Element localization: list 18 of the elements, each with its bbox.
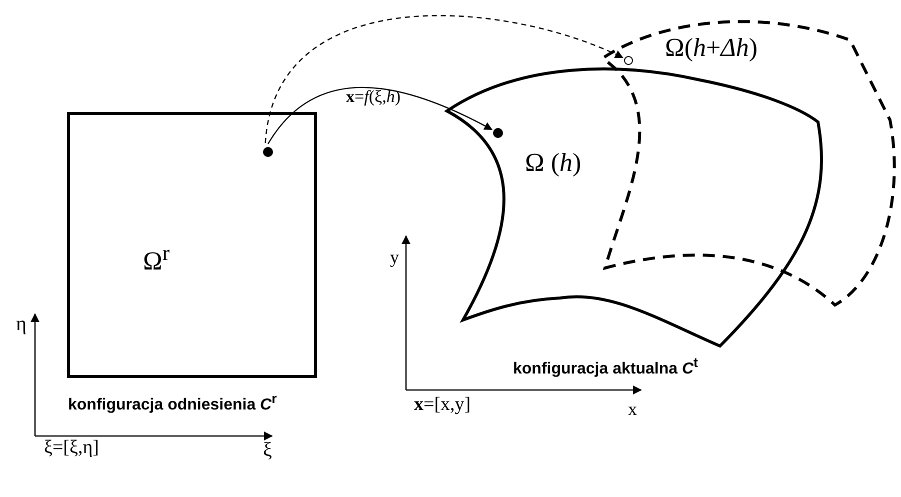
- configuration-label: konfiguracja odniesienia C$^{r}$: [68, 392, 277, 414]
- axis-label: x: [628, 400, 637, 418]
- region-label: Ω$^{r}$: [143, 243, 170, 275]
- axis-label: η: [16, 314, 26, 334]
- arrow: [268, 86, 493, 144]
- arrow: [264, 15, 624, 144]
- region-label: Ω (h): [525, 150, 582, 176]
- configuration-label: konfiguracja aktualna C$^{t}$: [513, 356, 698, 378]
- edge-label: x=f(ξ,h): [346, 88, 400, 105]
- point-dot: [493, 128, 503, 138]
- region-label: Ω(h+Δh): [665, 35, 758, 61]
- axis-label: ξ: [263, 440, 272, 460]
- reference-square: [67, 112, 317, 378]
- axis-label: y: [390, 248, 399, 266]
- point-dot: [263, 147, 273, 157]
- point-circle: [624, 56, 633, 65]
- coordinate-label: x=[x,y]: [414, 395, 471, 414]
- coordinate-label: ξ=[ξ,η]: [44, 438, 99, 457]
